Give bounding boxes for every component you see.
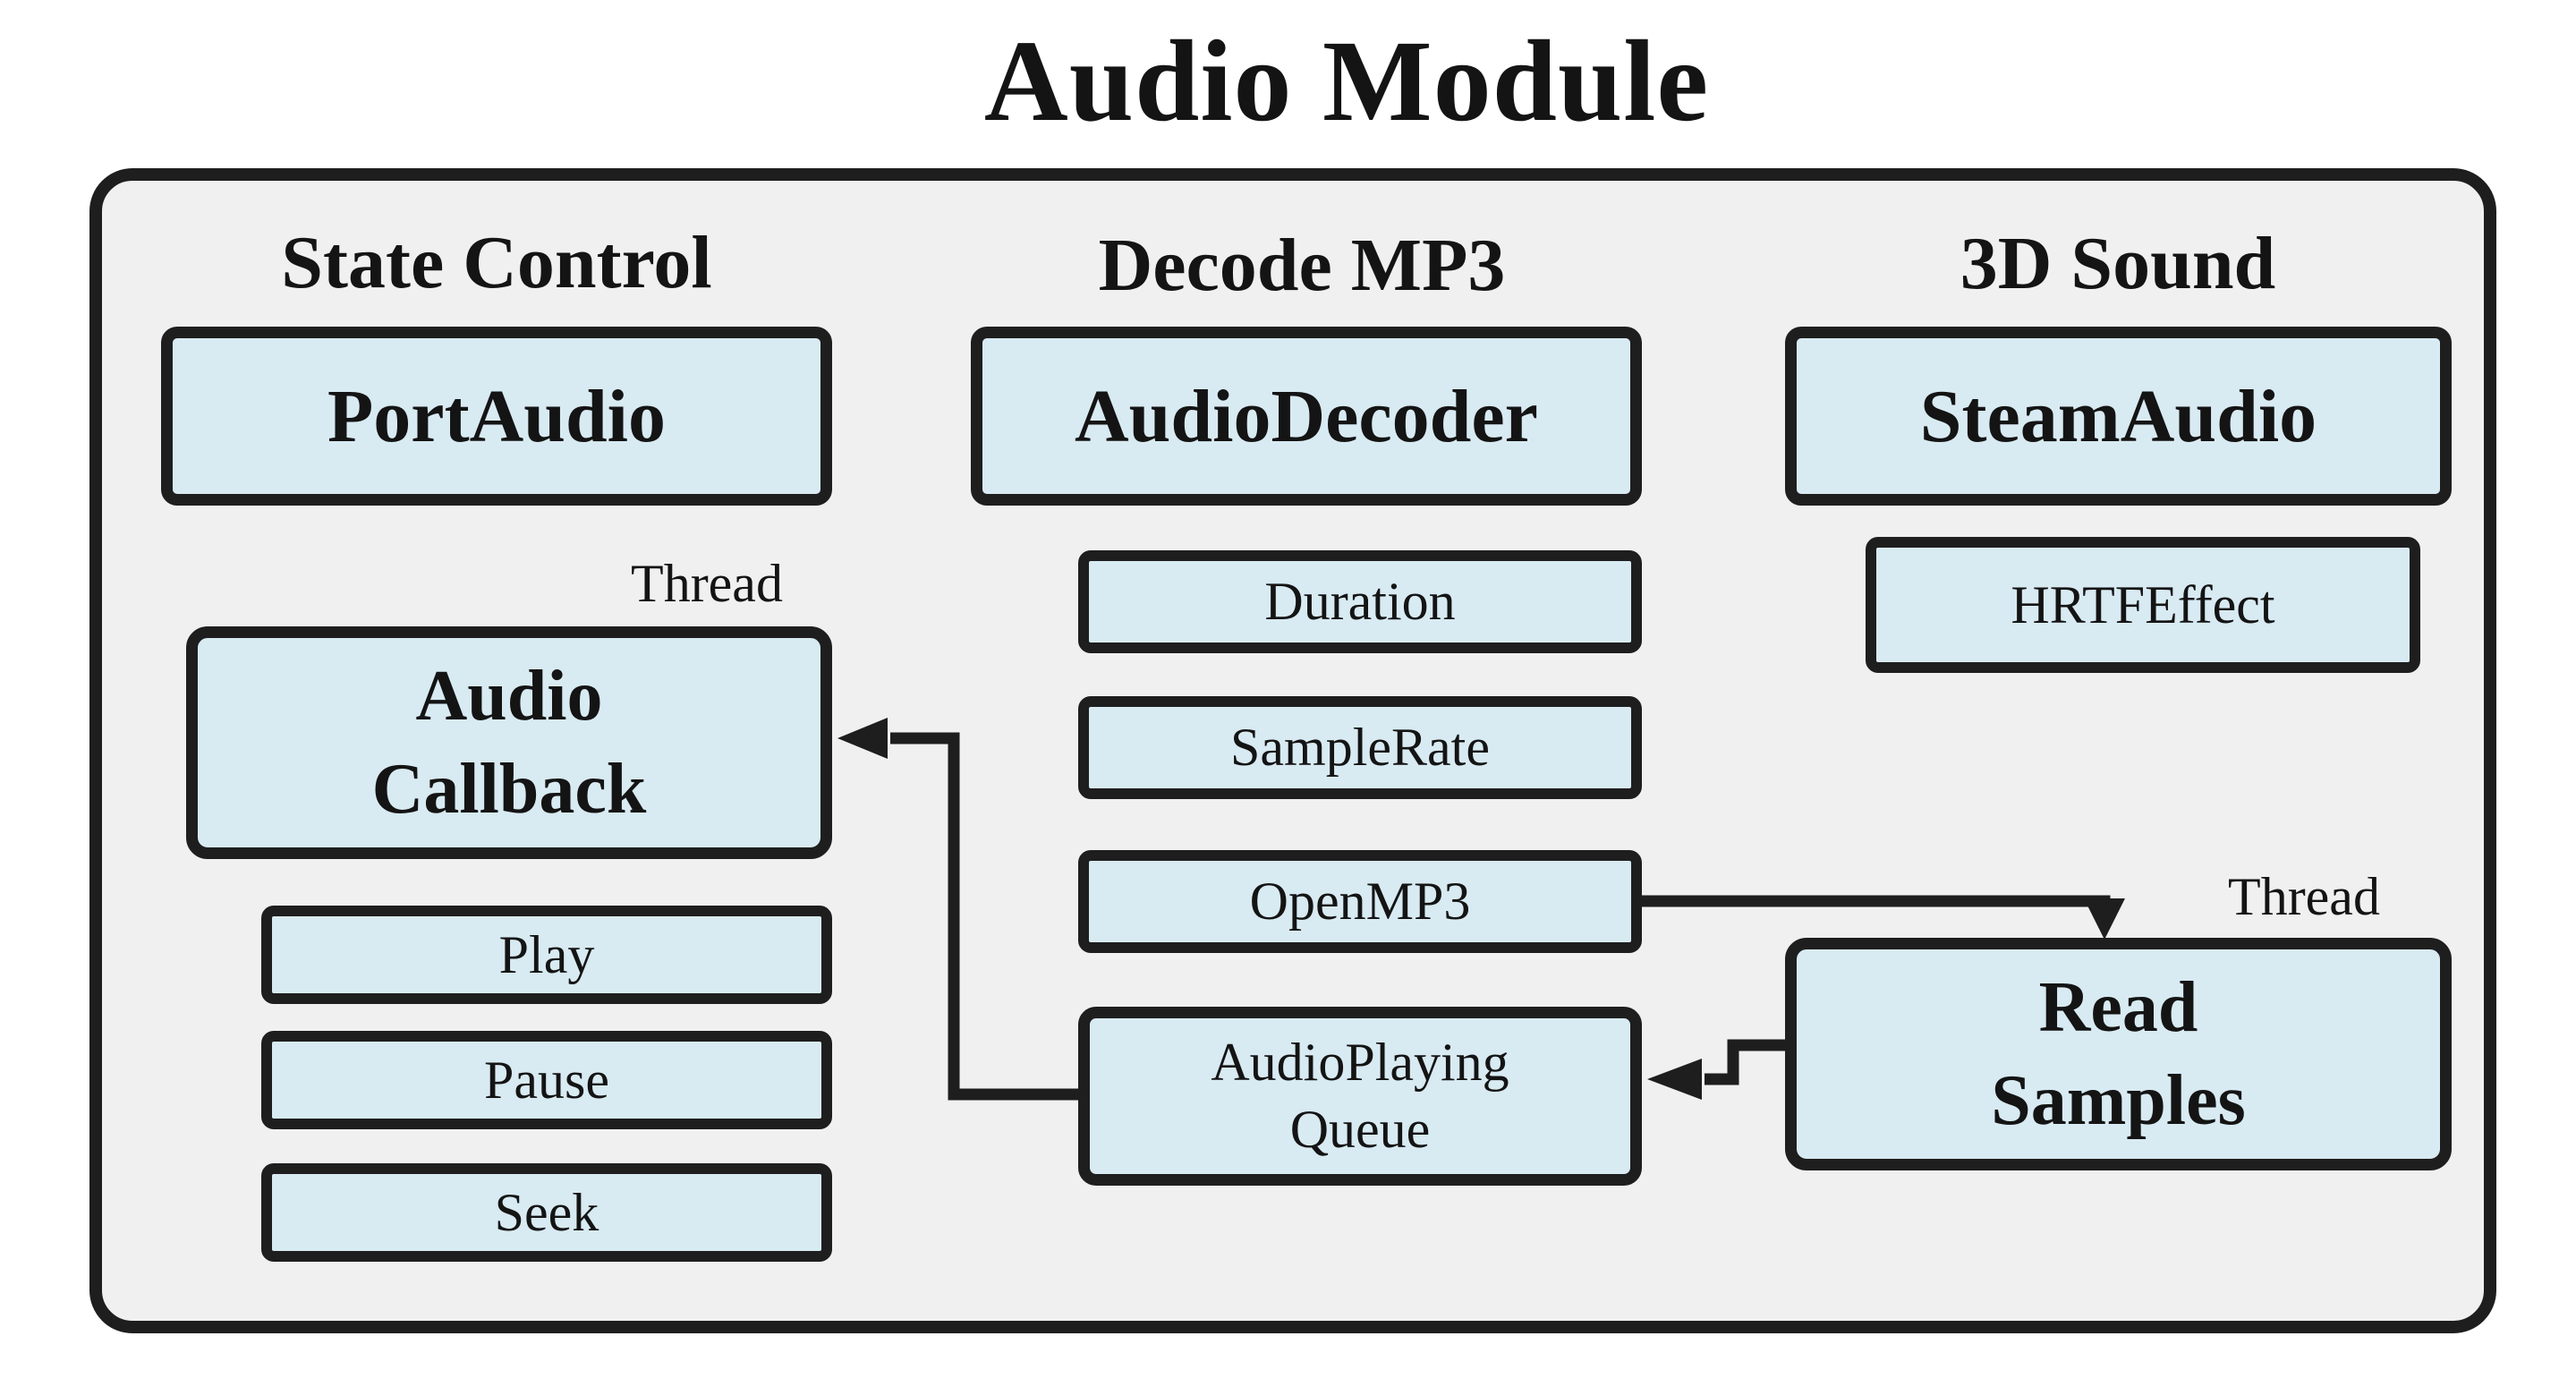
node-audio-callback: Audio Callback (186, 626, 832, 859)
node-hrtfeffect: HRTFEffect (1866, 537, 2420, 673)
section-heading-state-control: State Control (281, 221, 712, 304)
section-heading-decode-mp3: Decode MP3 (1098, 224, 1506, 307)
section-heading-3d-sound: 3D Sound (1960, 222, 2276, 305)
diagram-title: Audio Module (983, 17, 1710, 146)
node-steamaudio: SteamAudio (1785, 327, 2452, 506)
node-seek: Seek (261, 1163, 832, 1262)
node-audioplaying-queue: AudioPlaying Queue (1078, 1007, 1642, 1186)
node-audiodecoder: AudioDecoder (971, 327, 1642, 506)
thread-label-read-samples: Thread (2228, 867, 2380, 926)
node-portaudio: PortAudio (161, 327, 832, 506)
node-read-samples: Read Samples (1785, 938, 2452, 1170)
thread-label-audio-callback: Thread (631, 554, 783, 613)
node-openmp3: OpenMP3 (1078, 850, 1642, 953)
node-samplerate: SampleRate (1078, 696, 1642, 799)
node-play: Play (261, 906, 832, 1004)
node-pause: Pause (261, 1031, 832, 1129)
node-duration: Duration (1078, 550, 1642, 653)
